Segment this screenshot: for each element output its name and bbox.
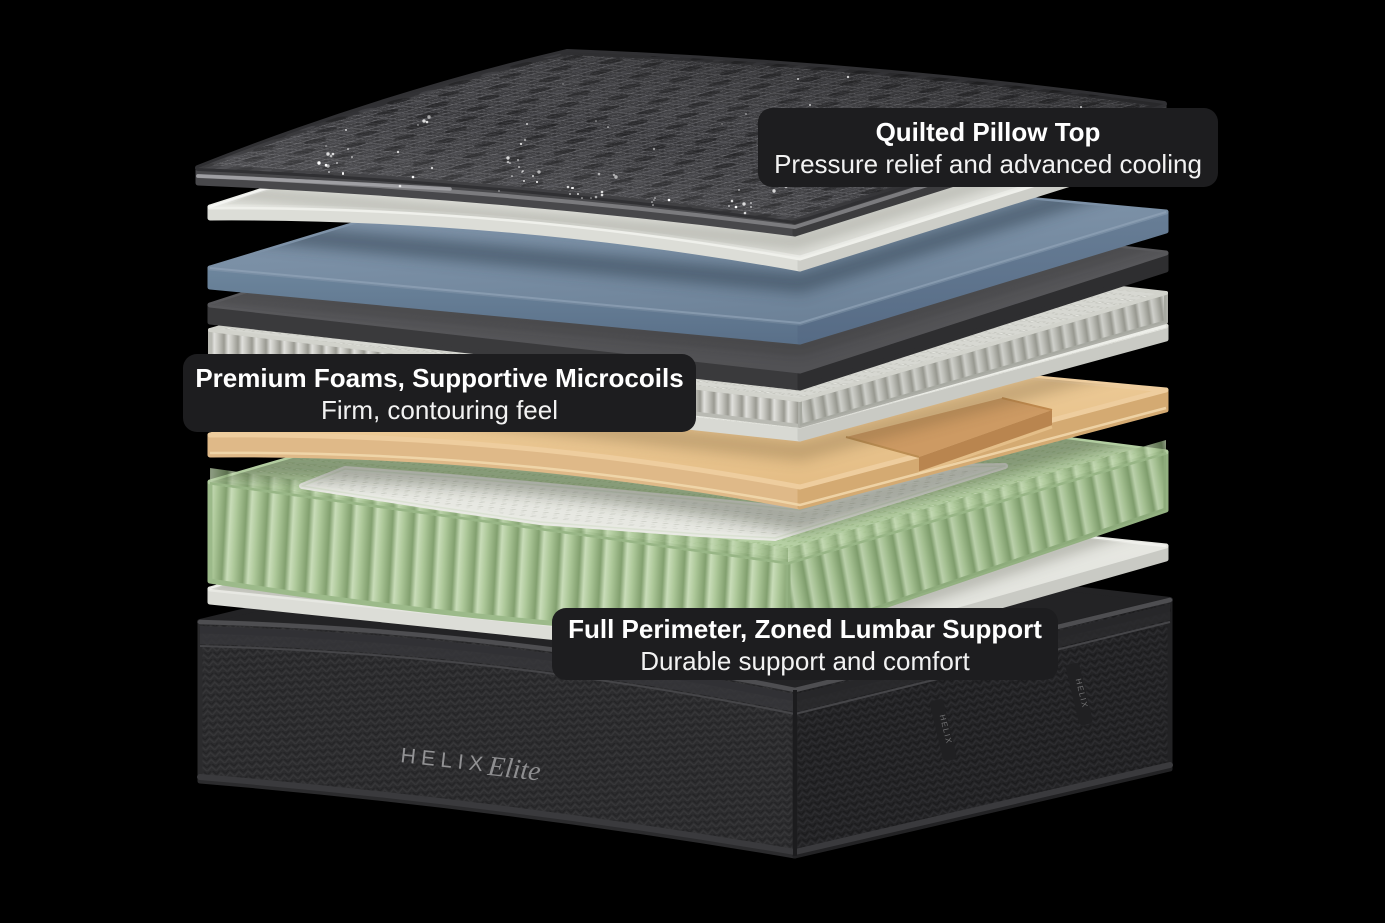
svg-text:Elite: Elite bbox=[485, 751, 542, 788]
